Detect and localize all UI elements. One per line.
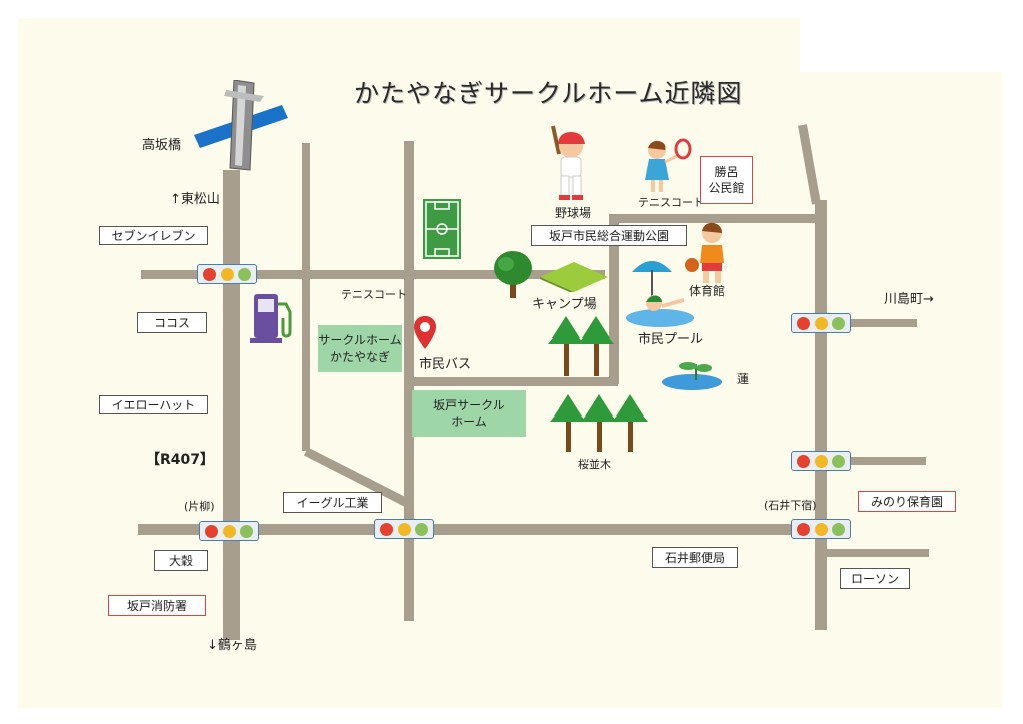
label-kawajima: 川島町→ [884,292,934,307]
label-circle-home-line1: サークルホーム [318,332,402,347]
parasol-icon [632,261,672,296]
box-sports-park: 坂戸市民総合運動公園 [531,225,687,246]
box-sakado-circle-home: 坂戸サークル ホーム [412,390,526,437]
label-pool: 市民プール [638,332,704,347]
sheet-corner [800,0,1023,72]
label-takasaka-bridge: 高坂橋 [142,138,182,153]
lotus-pond-icon [662,362,722,390]
box-cocos: ココス [137,312,207,333]
label-katayanagi: (片柳) [184,500,215,513]
label-gym: 体育館 [689,284,726,298]
label-ishii-shimojuku: (石井下宿) [764,499,817,512]
traffic-signal-icon [197,264,257,284]
box-circle-home-katayanagi: サークルホーム かたやなぎ [318,325,402,372]
road-park-vertical [609,218,619,384]
label-sakura-trees: 桜並木 [578,458,611,471]
box-daikoku: 大穀 [154,550,208,571]
label-r407: 【R407】 [146,452,215,468]
road-kawajima [826,319,917,327]
road-east-vertical [815,200,827,630]
basketball-player-icon [685,222,724,283]
box-katsuro-hall: 勝呂 公民館 [700,156,753,204]
box-minori-nursery: みのり保育園 [858,491,956,512]
label-tennis-court-left: テニスコート [341,288,407,301]
box-seven-eleven: セブンイレブン [99,226,208,245]
box-eagle-kogyo: イーグル工業 [283,492,382,513]
label-baseball: 野球場 [555,206,592,220]
label-lotus: 蓮 [737,372,750,386]
camp-ground-icon [540,262,608,292]
label-katsuro-line1: 勝呂 [714,165,739,179]
tree-icon [494,251,532,298]
palm-tree-icon [550,394,648,452]
map-sheet [18,18,1002,708]
label-circle-home-line2: かたやなぎ [329,349,390,364]
label-sakado-circle-line2: ホーム [451,414,487,429]
road-park-horizontal [410,377,618,386]
box-yellow-hat: イエローハット [99,395,208,414]
box-lawson: ローソン [840,568,910,589]
palm-tree-icon [548,316,614,376]
road-center-vertical [404,141,414,621]
traffic-signal-icon [791,519,851,539]
box-fire-station: 坂戸消防署 [108,595,206,616]
road-east-lower [826,549,929,557]
map-title: かたやなぎサークルホーム近隣図 [354,79,743,108]
swimmer-icon [626,295,694,327]
road-east-middle [826,457,926,465]
label-katsuro-line2: 公民館 [708,181,745,195]
traffic-signal-icon [199,521,259,541]
label-higashi-matsuyama: ↑東松山 [170,192,220,207]
road-left-vertical [302,143,310,451]
traffic-signal-icon [791,451,851,471]
traffic-signal-icon [374,519,434,539]
baseball-player-icon [551,125,585,200]
label-sakado-circle-line1: 坂戸サークル [433,397,505,412]
box-ishii-post-office: 石井郵便局 [652,547,738,568]
tennis-player-icon [645,138,692,192]
gas-station-icon [250,294,292,343]
label-tennis-court-top: テニスコート [638,196,704,209]
road-upper-west [141,270,605,279]
label-city-bus: 市民バス [419,357,472,372]
road-park-top [609,214,819,223]
label-camp: キャンプ場 [532,297,597,312]
traffic-signal-icon [791,313,851,333]
bridge-icon [194,80,288,171]
location-pin-icon [414,316,436,349]
road-main-south [138,524,833,535]
soccer-field-icon [423,199,461,259]
label-tsurugashima: ↓鶴ヶ島 [207,638,257,653]
road-r407 [223,170,240,640]
